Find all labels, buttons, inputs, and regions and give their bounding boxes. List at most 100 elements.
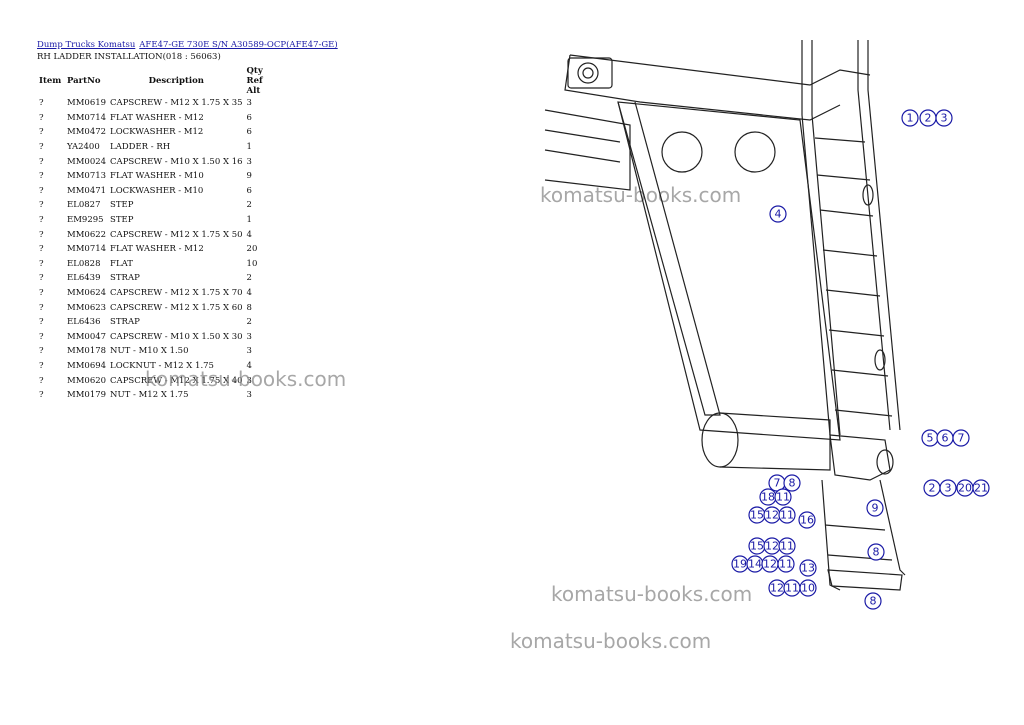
cell-item: ? bbox=[39, 346, 44, 357]
cell-item: ? bbox=[39, 127, 44, 138]
callout-number: 14 bbox=[748, 558, 762, 571]
cell-description: FLAT WASHER - M12 bbox=[110, 112, 204, 123]
cell-item: ? bbox=[39, 360, 44, 371]
cell-description: CAPSCREW - M12 X 1.75 X 35 bbox=[110, 98, 243, 109]
callout-number: 5 bbox=[927, 432, 934, 445]
cell-qty: 2 bbox=[246, 273, 252, 284]
watermark: komatsu-books.com bbox=[551, 582, 753, 606]
cell-item: ? bbox=[39, 331, 44, 342]
cell-partno: EL0827 bbox=[67, 200, 101, 211]
cell-partno: MM0623 bbox=[67, 302, 107, 313]
callout-marker: 10 bbox=[799, 579, 817, 597]
cell-qty: 6 bbox=[246, 185, 252, 196]
cell-item: ? bbox=[39, 273, 44, 284]
callout-marker: 4 bbox=[769, 205, 787, 223]
callout-marker: 14 bbox=[746, 555, 764, 573]
cell-qty: 3 bbox=[246, 375, 252, 386]
cell-qty: 2 bbox=[246, 317, 252, 328]
callout-marker: 13 bbox=[799, 559, 817, 577]
callout-marker: 11 bbox=[778, 506, 796, 524]
cell-qty: 6 bbox=[246, 127, 252, 138]
callout-marker: 12 bbox=[763, 537, 781, 555]
cell-partno: MM0622 bbox=[67, 229, 107, 240]
callout-number: 2 bbox=[929, 482, 936, 495]
cell-item: ? bbox=[39, 244, 44, 255]
callout-number: 20 bbox=[958, 482, 972, 495]
cell-qty: 1 bbox=[246, 215, 252, 226]
callout-number: 12 bbox=[770, 582, 784, 595]
header-partno: PartNo bbox=[67, 76, 101, 86]
callout-number: 8 bbox=[789, 477, 796, 490]
callout-number: 15 bbox=[750, 540, 764, 553]
callout-marker: 20 bbox=[956, 479, 974, 497]
cell-description: NUT - M12 X 1.75 bbox=[110, 390, 189, 401]
cell-partno: MM0713 bbox=[67, 171, 107, 182]
cell-partno: MM0624 bbox=[67, 288, 107, 299]
cell-partno: MM0178 bbox=[67, 346, 107, 357]
cell-description: LOCKWASHER - M12 bbox=[110, 127, 204, 138]
header-qty: Qty bbox=[246, 66, 263, 76]
cell-qty: 2 bbox=[246, 200, 252, 211]
callout-marker: 12 bbox=[763, 506, 781, 524]
callout-number: 6 bbox=[942, 432, 949, 445]
cell-item: ? bbox=[39, 390, 44, 401]
cell-description: STRAP bbox=[110, 317, 140, 328]
cell-partno: YA2400 bbox=[67, 142, 100, 153]
cell-qty: 6 bbox=[246, 112, 252, 123]
callout-number: 10 bbox=[801, 582, 815, 595]
callout-marker: 16 bbox=[798, 511, 816, 529]
table-header-row: Item PartNo Description Qty Ref Alt bbox=[37, 66, 265, 96]
callout-number: 3 bbox=[945, 482, 952, 495]
callout-number: 11 bbox=[780, 509, 794, 522]
cell-qty: 3 bbox=[246, 331, 252, 342]
cell-qty: 3 bbox=[246, 156, 252, 167]
page-title: RH LADDER INSTALLATION(018 : 56063) bbox=[37, 52, 221, 62]
cell-item: ? bbox=[39, 98, 44, 109]
cell-item: ? bbox=[39, 317, 44, 328]
callout-number: 8 bbox=[873, 546, 880, 559]
callout-number: 21 bbox=[974, 482, 988, 495]
callout-marker: 2 bbox=[923, 479, 941, 497]
watermark: komatsu-books.com bbox=[540, 183, 742, 207]
cell-item: ? bbox=[39, 185, 44, 196]
breadcrumb-link-dump-trucks[interactable]: Dump Trucks Komatsu bbox=[37, 40, 136, 50]
cell-item: ? bbox=[39, 229, 44, 240]
cell-qty: 9 bbox=[246, 171, 252, 182]
cell-item: ? bbox=[39, 112, 44, 123]
cell-description: CAPSCREW - M10 X 1.50 X 16 bbox=[110, 156, 243, 167]
cell-partno: MM0047 bbox=[67, 331, 107, 342]
cell-item: ? bbox=[39, 142, 44, 153]
cell-item: ? bbox=[39, 200, 44, 211]
cell-description: LOCKWASHER - M10 bbox=[110, 185, 204, 196]
callout-number: 16 bbox=[800, 514, 814, 527]
cell-description: STEP bbox=[110, 215, 134, 226]
callout-marker: 8 bbox=[867, 543, 885, 561]
callout-marker: 9 bbox=[866, 499, 884, 517]
callout-marker: 3 bbox=[935, 109, 953, 127]
callout-number: 11 bbox=[776, 491, 790, 504]
callout-marker: 11 bbox=[783, 579, 801, 597]
cell-description: CAPSCREW - M12 X 1.75 X 60 bbox=[110, 302, 243, 313]
watermark: komatsu-books.com bbox=[510, 629, 712, 653]
cell-partno: MM0471 bbox=[67, 185, 107, 196]
callout-marker: 18 bbox=[759, 488, 777, 506]
cell-item: ? bbox=[39, 156, 44, 167]
parts-table: Item PartNo Description Qty Ref Alt ?MM0… bbox=[37, 66, 265, 402]
cell-description: LOCKNUT - M12 X 1.75 bbox=[110, 360, 214, 371]
breadcrumb-link-model[interactable]: AFE47-GE 730E S/N A30589-OCP(AFE47-GE) bbox=[139, 40, 338, 50]
callout-marker: 8 bbox=[783, 474, 801, 492]
